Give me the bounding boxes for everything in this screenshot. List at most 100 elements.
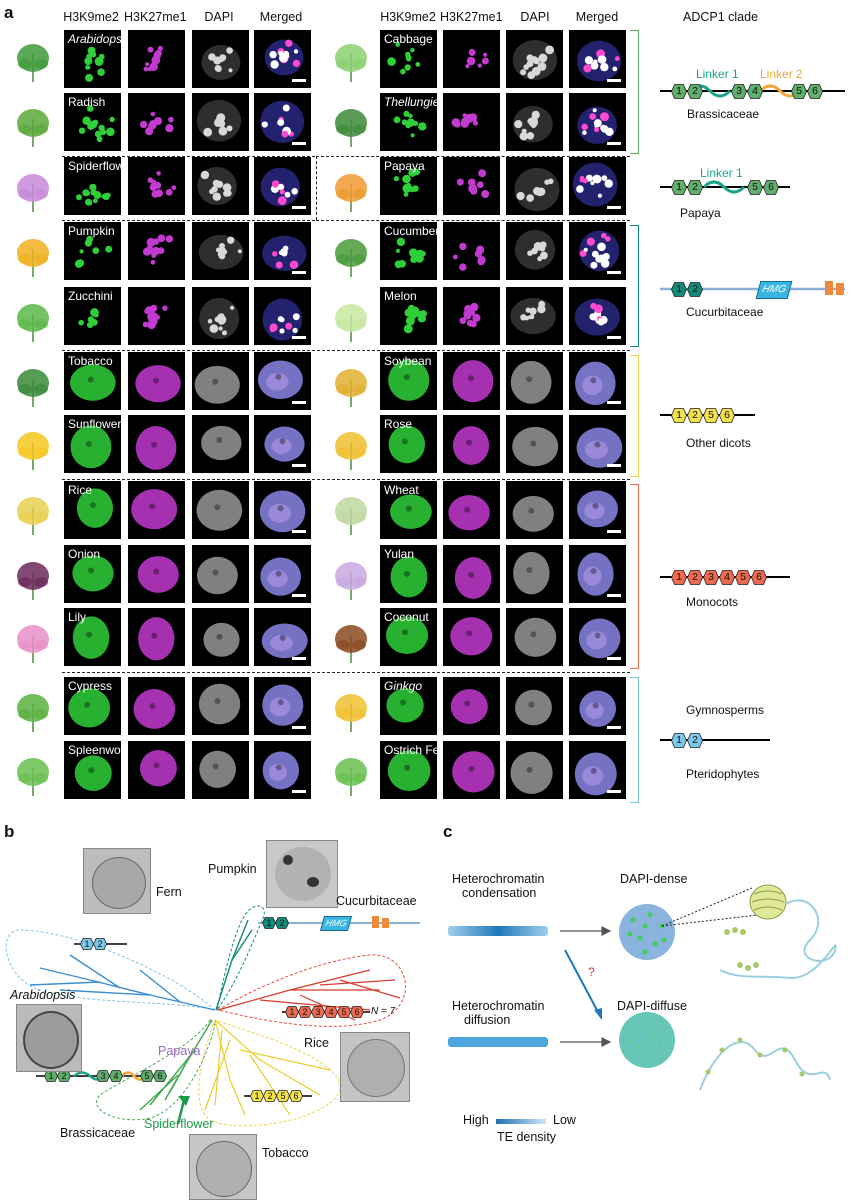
micrograph-ostrich-fern-merged bbox=[569, 741, 626, 799]
micrograph-sunflower-dapi bbox=[192, 415, 249, 473]
micrograph-soybean-h3k9me2: Soybean bbox=[380, 352, 437, 410]
micrograph-ostrich-fern-h3k27me1 bbox=[443, 741, 500, 799]
micrograph-rose-h3k9me2: Rose bbox=[380, 415, 437, 473]
onion-plant-icon bbox=[8, 552, 58, 602]
zucchini-plant-icon bbox=[8, 294, 58, 344]
panel-b-label: b bbox=[4, 822, 15, 841]
micrograph-ginkgo-merged bbox=[569, 677, 626, 735]
tree-domain-monocot-2: 2 bbox=[298, 1006, 312, 1018]
micrograph-zucchini-merged bbox=[254, 287, 311, 345]
row-label-cabbage: Cabbage bbox=[384, 32, 433, 46]
domain-box-cucurbit-2: 2 bbox=[687, 282, 703, 297]
micrograph-thellungiella-h3k9me2: Thellungiella bbox=[380, 93, 437, 151]
row-label-sunflower: Sunflower bbox=[68, 417, 121, 431]
micrograph-cypress-merged bbox=[254, 677, 311, 735]
tree-domain-brassica-6: 6 bbox=[153, 1070, 167, 1082]
label-n7: N = 7 bbox=[371, 1006, 396, 1017]
clade-gymnosperms: Gymnosperms bbox=[686, 703, 765, 717]
micrograph-wheat-dapi bbox=[506, 481, 563, 539]
clade-brassicaceae: Brassicaceae bbox=[687, 107, 760, 121]
tree-domain-monocot-6: 6 bbox=[350, 1006, 364, 1018]
label-rice: Rice bbox=[304, 1036, 330, 1050]
micrograph-onion-merged bbox=[254, 545, 311, 603]
micrograph-arabidopsis-dapi bbox=[192, 30, 249, 88]
dicot-branches bbox=[204, 1019, 331, 1116]
scale-bar bbox=[292, 594, 306, 597]
tree-domain-brassica-5: 5 bbox=[140, 1070, 154, 1082]
label-pumpkin: Pumpkin bbox=[208, 862, 257, 876]
panel-a-label: a bbox=[4, 3, 14, 22]
micrograph-yulan-merged bbox=[569, 545, 626, 603]
micrograph-cucumber-h3k27me1 bbox=[443, 222, 500, 280]
pumpkin-plant-icon bbox=[8, 229, 58, 279]
micrograph-zucchini-dapi bbox=[192, 287, 249, 345]
domain-box-gymno-1: 1 bbox=[671, 733, 687, 748]
scale-bar bbox=[292, 79, 306, 82]
ostrich-fern-plant-icon bbox=[326, 748, 376, 798]
domain-box-cucurbit-1: 1 bbox=[671, 282, 687, 297]
label-arabidopsis: Arabidopsis bbox=[10, 988, 76, 1002]
cucurbit-clade-outline bbox=[216, 905, 265, 1011]
micrograph-rose-h3k27me1 bbox=[443, 415, 500, 473]
row-label-cypress: Cypress bbox=[68, 679, 113, 693]
separator-vertical bbox=[316, 156, 317, 220]
micrograph-cabbage-h3k9me2: Cabbage bbox=[380, 30, 437, 88]
dapi-diffuse-nucleus bbox=[619, 1012, 675, 1068]
linker2-label: Linker 2 bbox=[760, 67, 803, 81]
micrograph-thellungiella-h3k27me1 bbox=[443, 93, 500, 151]
label-tobacco: Tobacco bbox=[262, 1146, 309, 1160]
clade-cucurbitaceae: Cucurbitaceae bbox=[686, 305, 764, 319]
panel-c-label: c bbox=[443, 822, 453, 841]
tree-hmg-domain: HMG bbox=[319, 916, 353, 931]
micrograph-papaya-h3k27me1 bbox=[443, 157, 500, 215]
col-header-merged-right: Merged bbox=[575, 10, 619, 24]
tree-domain-brassica-3: 3 bbox=[96, 1070, 110, 1082]
row-label-spiderflower: Spiderflower bbox=[68, 159, 121, 173]
ginkgo-plant-icon bbox=[326, 684, 376, 734]
papaya-plant-icon bbox=[326, 164, 376, 214]
row-label-spleenwort: Spleenwort bbox=[68, 743, 121, 757]
micrograph-lily-h3k27me1 bbox=[128, 608, 185, 666]
melon-plant-icon bbox=[326, 294, 376, 344]
rose-plant-icon bbox=[326, 422, 376, 472]
micrograph-pumpkin-h3k9me2: Pumpkin bbox=[64, 222, 121, 280]
micrograph-cucumber-dapi bbox=[506, 222, 563, 280]
condensed-chromatin bbox=[749, 884, 787, 920]
micrograph-spiderflower-merged bbox=[254, 157, 311, 215]
rice-plant-icon bbox=[8, 487, 58, 537]
spleenwort-plant-icon bbox=[8, 748, 58, 798]
domain-box-dicot-1: 1 bbox=[671, 408, 687, 423]
tree-domain-brassica-4: 4 bbox=[109, 1070, 123, 1082]
linker1-label: Linker 1 bbox=[696, 67, 739, 81]
tobacco-plant-icon bbox=[8, 359, 58, 409]
clade-diagrams bbox=[660, 84, 845, 741]
row-label-tobacco: Tobacco bbox=[68, 354, 113, 368]
dapi-diffuse-label: DAPI-diffuse bbox=[617, 999, 687, 1013]
micrograph-coconut-dapi bbox=[506, 608, 563, 666]
spiderflower-arrow bbox=[176, 1099, 186, 1125]
micrograph-sunflower-merged bbox=[254, 415, 311, 473]
tree-domain-monocot-1: 1 bbox=[285, 1006, 299, 1018]
clade-pteridophytes: Pteridophytes bbox=[686, 767, 760, 781]
micrograph-melon-h3k9me2: Melon bbox=[380, 287, 437, 345]
em-inset-tobacco bbox=[189, 1134, 257, 1200]
scale-bar bbox=[292, 464, 306, 467]
micrograph-cypress-h3k27me1 bbox=[128, 677, 185, 735]
micrograph-melon-dapi bbox=[506, 287, 563, 345]
micrograph-rose-dapi bbox=[506, 415, 563, 473]
lily-plant-icon bbox=[8, 615, 58, 665]
radish-plant-icon bbox=[8, 99, 58, 149]
micrograph-spleenwort-merged bbox=[254, 741, 311, 799]
micrograph-papaya-merged bbox=[569, 157, 626, 215]
micrograph-coconut-h3k9me2: Coconut bbox=[380, 608, 437, 666]
bracket-monocots bbox=[630, 484, 639, 669]
domain-box-brassicaceae-3: 3 bbox=[731, 84, 747, 99]
legend-low: Low bbox=[553, 1113, 576, 1127]
domain-box-brassicaceae-6: 6 bbox=[807, 84, 823, 99]
micrograph-lily-h3k9me2: Lily bbox=[64, 608, 121, 666]
condensation-line2: condensation bbox=[462, 886, 537, 900]
scale-bar bbox=[607, 271, 621, 274]
clade-monocots: Monocots bbox=[686, 595, 739, 609]
domain-box-dicot-2: 2 bbox=[687, 408, 703, 423]
micrograph-radish-merged bbox=[254, 93, 311, 151]
